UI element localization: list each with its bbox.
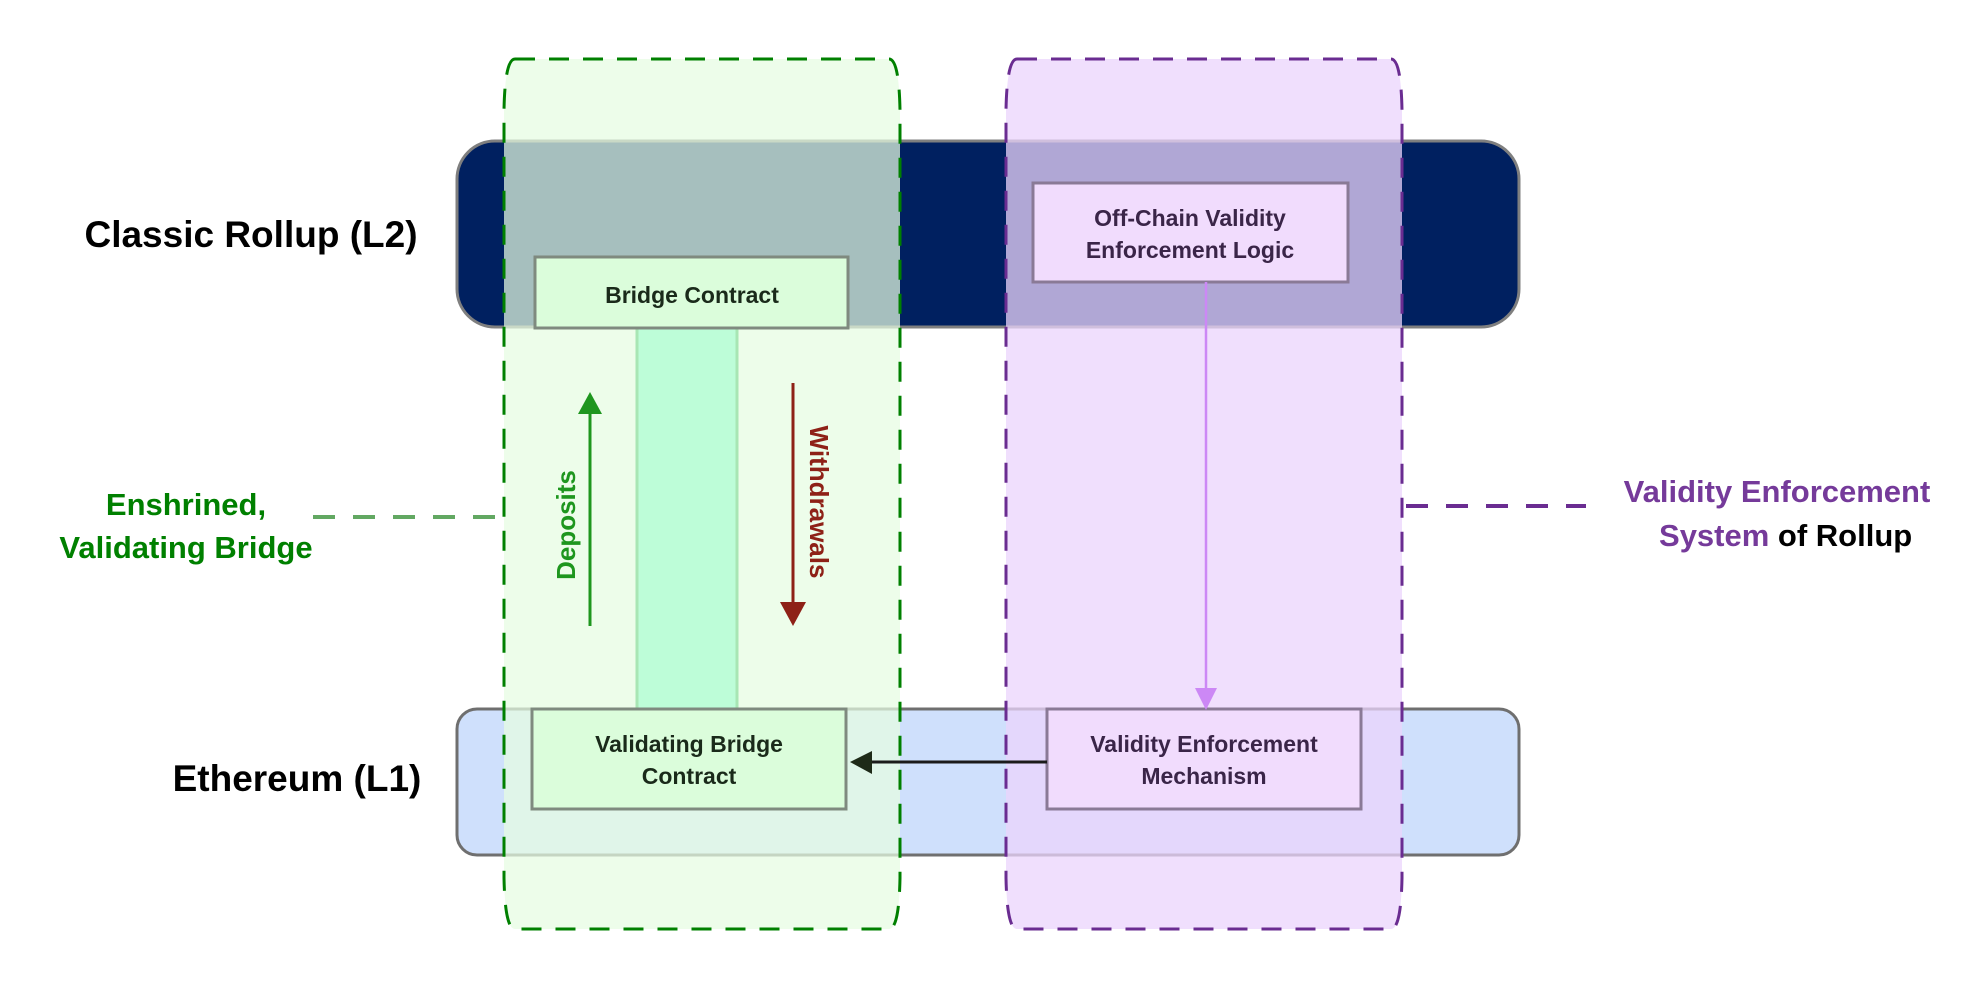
bridge-contract-label: Bridge Contract: [605, 282, 779, 308]
offchain-logic-label-1: Off-Chain Validity: [1094, 205, 1286, 231]
validity-callout-line-2: System of Rollup: [1616, 518, 1938, 553]
validity-callout-rest: of Rollup: [1769, 518, 1912, 553]
validity-callout-line-1: Validity Enforcement: [1624, 474, 1931, 509]
offchain-logic-label-2: Enforcement Logic: [1086, 237, 1295, 263]
withdrawals-label: Withdrawals: [804, 426, 834, 579]
bridge-callout-line-2: Validating Bridge: [59, 530, 312, 565]
validating-bridge-label-2: Contract: [642, 763, 737, 789]
enforcement-mechanism-label-1: Validity Enforcement: [1090, 731, 1318, 757]
bridge-channel: [635, 325, 739, 711]
deposits-label: Deposits: [551, 470, 581, 580]
withdrawals-arrowhead-icon: [780, 602, 806, 626]
offchain-arrowhead-icon: [1195, 688, 1217, 710]
validity-callout-highlight: System: [1659, 518, 1769, 553]
offchain-logic-box[interactable]: [1031, 181, 1350, 284]
enforcement-mechanism-label-2: Mechanism: [1141, 763, 1266, 789]
bridge-callout-line-1: Enshrined,: [106, 487, 266, 522]
validating-bridge-box[interactable]: [530, 707, 848, 811]
enforcement-mechanism-box[interactable]: [1045, 707, 1363, 811]
l2-layer-label: Classic Rollup (L2): [84, 214, 417, 255]
mechanism-arrowhead-icon: [850, 751, 872, 774]
validating-bridge-label-1: Validating Bridge: [595, 731, 783, 757]
l1-layer-label: Ethereum (L1): [173, 758, 422, 799]
deposits-arrowhead-icon: [578, 392, 602, 414]
bridge-contract-box[interactable]: [533, 255, 850, 330]
